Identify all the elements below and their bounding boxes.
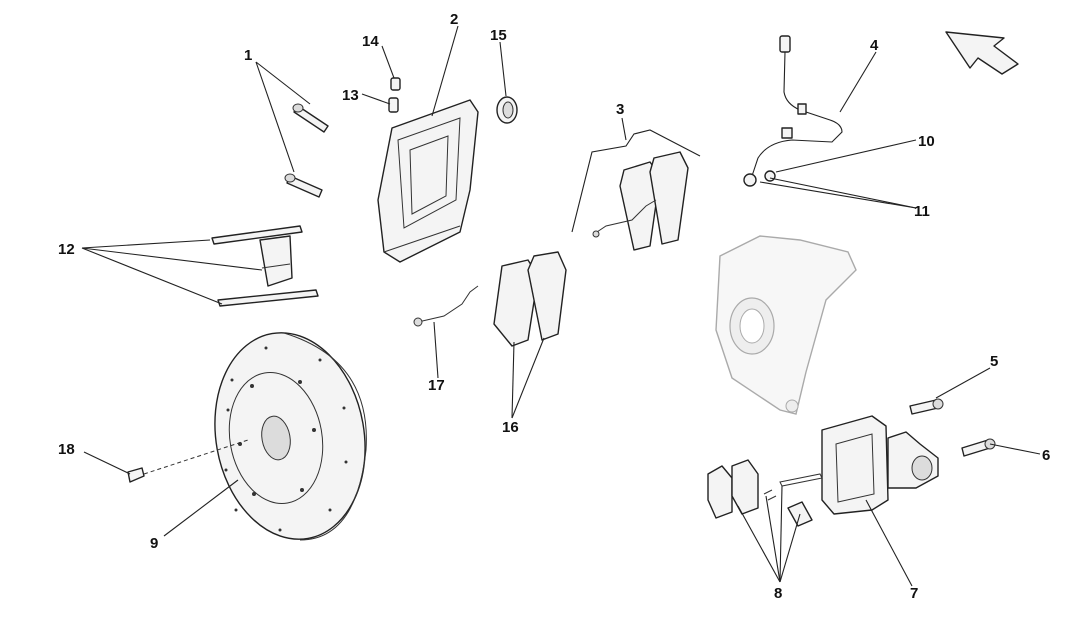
disc-screw <box>127 439 249 483</box>
rear-brake-pads <box>707 459 823 527</box>
pad-retaining-pins <box>211 225 319 307</box>
steering-knuckle <box>715 235 857 415</box>
front-brake-pads <box>571 129 701 251</box>
callout-4: 4 <box>870 37 879 54</box>
callout-9: 9 <box>150 535 158 552</box>
callout-8: 8 <box>774 585 782 602</box>
brake-hose <box>743 35 843 187</box>
callout-12: 12 <box>58 241 75 258</box>
bleed-screw <box>388 77 401 113</box>
callout-16: 16 <box>502 419 519 436</box>
callout-18: 18 <box>58 441 75 458</box>
seal-ring <box>496 96 518 124</box>
callout-7: 7 <box>910 585 918 602</box>
rear-caliper <box>821 415 939 515</box>
brake-pads-pair <box>493 251 567 347</box>
callout-5: 5 <box>990 353 998 370</box>
leader-lines <box>81 25 1041 587</box>
callout-13: 13 <box>342 87 359 104</box>
front-caliper <box>377 99 479 263</box>
callout-10: 10 <box>918 133 935 150</box>
callout-11: 11 <box>914 203 930 220</box>
callout-17: 17 <box>428 377 445 394</box>
direction-arrow-icon <box>945 31 1019 75</box>
callout-labels: 1 2 3 4 5 6 7 8 9 10 11 12 13 14 15 16 1… <box>58 11 1050 602</box>
callout-15: 15 <box>490 27 507 44</box>
callout-1: 1 <box>244 47 252 64</box>
brake-disc <box>214 332 367 541</box>
callout-14: 14 <box>362 33 379 50</box>
callout-3: 3 <box>616 101 624 118</box>
callout-2: 2 <box>450 11 458 28</box>
caliper-bolts <box>284 103 329 198</box>
callout-6: 6 <box>1042 447 1050 464</box>
front-wear-sensor <box>413 285 479 327</box>
